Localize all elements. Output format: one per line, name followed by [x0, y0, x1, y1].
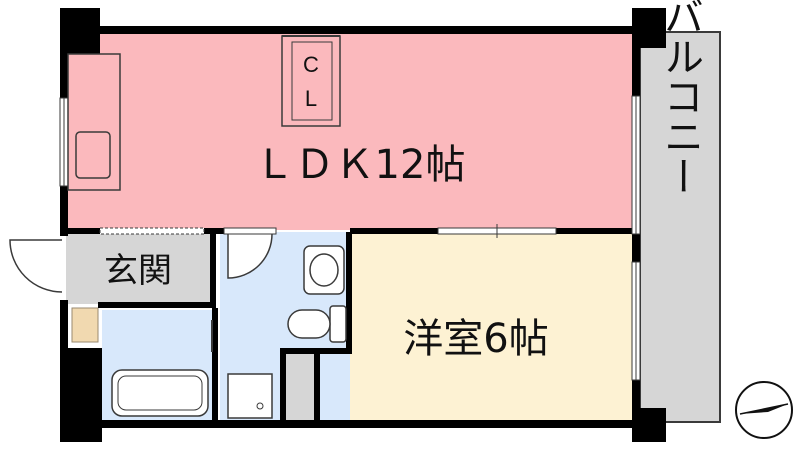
ldk-label: ＬＤＫ12帖	[255, 142, 466, 188]
entrance-area	[66, 232, 212, 304]
north-arrow-icon	[735, 381, 793, 439]
western-room-label: 洋室6帖	[403, 316, 548, 362]
kitchen-sink	[75, 131, 111, 179]
storage-area	[284, 350, 314, 420]
ldk-entry-opening	[99, 227, 205, 235]
washroom-door-opening	[223, 227, 277, 235]
wall-top	[60, 26, 642, 34]
bathtub	[111, 369, 209, 417]
balcony-label: バルコニー	[657, 0, 703, 196]
wall-bath-right	[212, 308, 218, 422]
wall-storage-right	[314, 348, 320, 422]
closet-label-c: C	[303, 52, 319, 77]
column-top-right	[632, 8, 666, 48]
shoe-cabinet	[71, 307, 99, 343]
washing-machine-pan	[227, 373, 273, 419]
column-bottom-right	[632, 408, 666, 442]
column-top-left	[60, 8, 100, 54]
toilet-tank	[329, 305, 347, 343]
column-bottom-left	[60, 348, 102, 442]
ldk-room	[64, 32, 636, 230]
entrance-door-swing	[9, 239, 63, 293]
closet-outline	[281, 35, 341, 127]
wall-bottom	[60, 420, 642, 428]
wall-entrance-bottom	[98, 302, 216, 308]
toilet-bowl	[287, 309, 331, 339]
closet-label-l: L	[305, 86, 317, 111]
western-room	[318, 232, 636, 420]
wall-entrance-right	[210, 228, 216, 304]
wall-washroom-right	[346, 232, 352, 354]
balcony-area	[639, 31, 721, 423]
entrance-label: 玄関	[104, 251, 172, 291]
washroom-door-swing	[227, 233, 273, 279]
wall-storage-left	[280, 348, 286, 422]
